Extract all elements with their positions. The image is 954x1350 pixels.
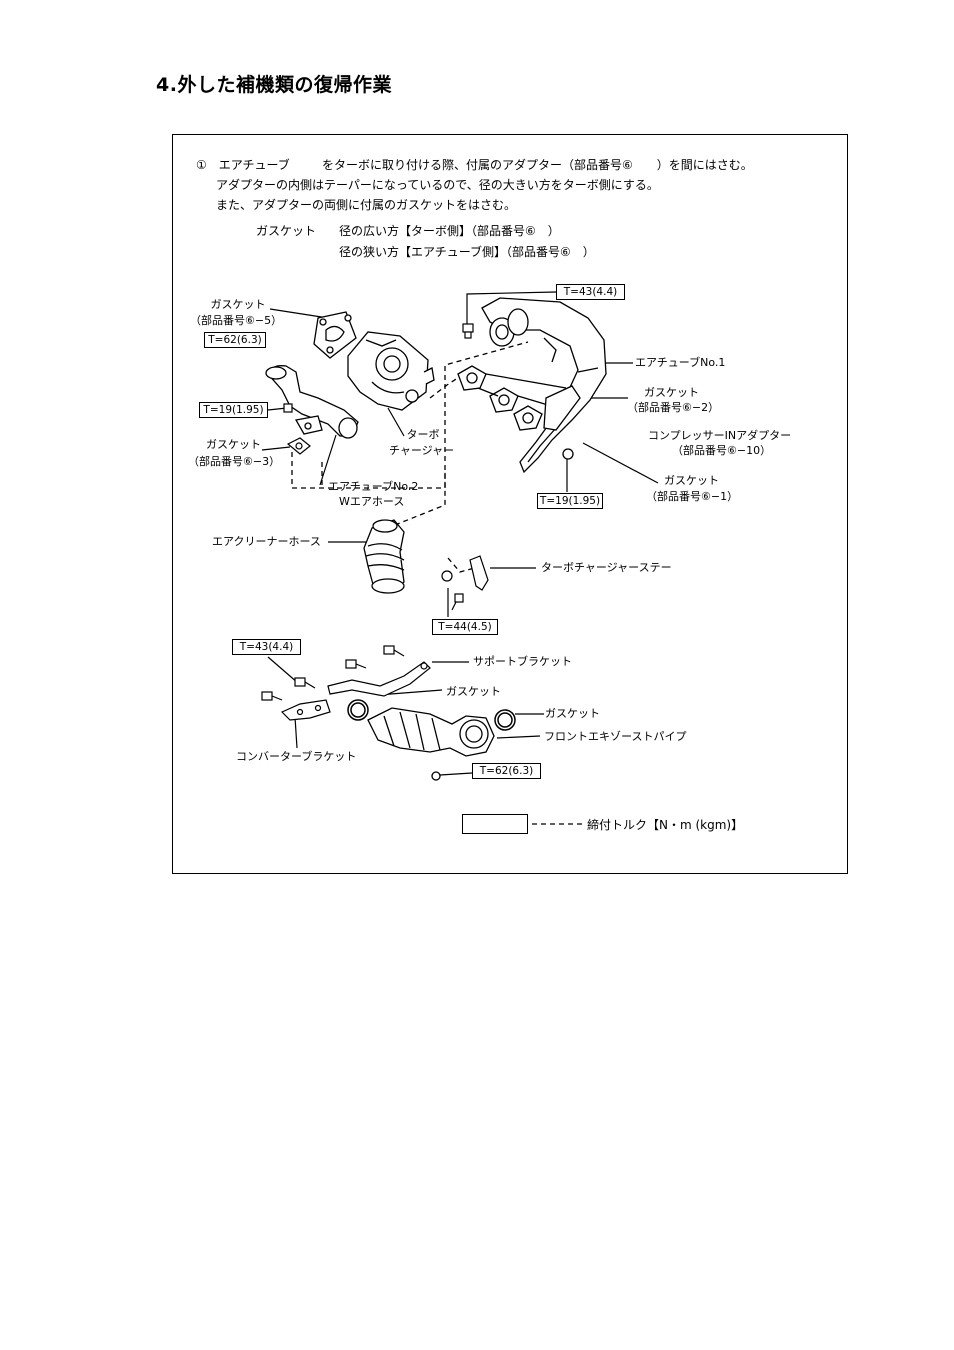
label-compressor-adapter-b: （部品番号⑥−10） [672, 444, 772, 457]
leader-t43-bottom [267, 656, 299, 684]
label-gasket-6-2-b: （部品番号⑥−2） [627, 401, 720, 414]
label-air-cleaner-hose: エアクリーナーホース [212, 535, 321, 548]
torque-box-t44: T=44(4.5) [432, 619, 498, 635]
label-gasket-6-3-b: （部品番号⑥−3） [188, 455, 281, 468]
torque-box-t19-right: T=19(1.95) [537, 493, 603, 509]
label-compressor-adapter-a: コンプレッサーINアダプター [648, 429, 792, 442]
label-gasket-mid: ガスケット [446, 685, 501, 698]
label-gasket-right: ガスケット [545, 707, 600, 720]
instruction-line-1b: をターボに取り付ける際、付属のアダプター（部品番号⑥ ）を間にはさむ。 [322, 158, 753, 172]
instruction-frame [172, 134, 848, 874]
label-turbo-stay: ターボチャージャーステー [541, 561, 672, 574]
leader-turbo [387, 407, 405, 437]
label-gasket-6-1-b: （部品番号⑥−1） [646, 490, 739, 503]
front-exhaust-shape [367, 707, 495, 781]
legend-text: 締付トルク【N・m (kgm)】 [587, 818, 744, 832]
bolt-left-shape [283, 403, 293, 413]
gasket-6-3-shape [286, 437, 311, 455]
label-turbo-b: チャージャー [389, 444, 455, 457]
label-gasket-6-5-a: ガスケット [210, 298, 266, 311]
gasket-right-shape [494, 709, 516, 731]
label-air-tube-2-a: エアチューブNo.2 [328, 480, 419, 493]
dashed-path-5 [447, 557, 483, 573]
label-gasket-6-5-b: （部品番号⑥−5） [190, 314, 283, 327]
bolt-top-shape [462, 323, 474, 339]
torque-box-t62-top: T=62(6.3) [204, 332, 266, 348]
torque-box-t62-bottom: T=62(6.3) [472, 763, 541, 779]
page-heading: 4.外した補機類の復帰作業 [156, 74, 392, 96]
converter-bracket-shape [280, 699, 331, 721]
torque-box-t43-top: T=43(4.4) [556, 284, 625, 300]
instruction-line-3: また、アダプターの両側に付属のガスケットをはさむ。 [216, 198, 517, 212]
label-air-tube-2-b: Wエアホース [339, 495, 405, 508]
leader-t62-bottom [439, 772, 473, 776]
turbocharger-shape [347, 331, 435, 411]
gasket-heading: ガスケット [256, 224, 317, 238]
leader-converter-bracket [294, 716, 298, 749]
support-bracket-shape [261, 645, 431, 701]
gasket-mid-shape [347, 699, 369, 721]
leader-gasket-6-3 [261, 446, 291, 451]
label-support-bracket: サポートブラケット [473, 655, 572, 668]
label-turbo-a: ターボ [406, 428, 440, 441]
turbo-stay-shape [441, 555, 489, 611]
leader-gasket-6-1 [582, 442, 659, 484]
torque-box-t19-left: T=19(1.95) [199, 402, 268, 418]
legend-box [462, 814, 528, 834]
gasket-narrow-side: 径の狭い方【エアチューブ側】（部品番号⑥ ） [339, 245, 595, 259]
gasket-6-5-shape [313, 311, 357, 359]
torque-box-t43-bottom: T=43(4.4) [232, 639, 301, 655]
leader-front-exhaust [496, 735, 541, 739]
instruction-line-1a: ① エアチューブ [196, 158, 290, 172]
compressor-adapter-shapes [457, 365, 581, 460]
label-gasket-6-3-a: ガスケット [206, 438, 261, 451]
label-gasket-6-1-a: ガスケット [664, 474, 719, 487]
air-tube-2-shape [265, 365, 359, 439]
label-front-exhaust: フロントエキゾーストパイプ [544, 730, 687, 743]
leader-gasket-6-5 [269, 308, 329, 319]
label-air-tube-1: エアチューブNo.1 [635, 356, 726, 369]
air-cleaner-hose-shape [363, 519, 405, 594]
label-converter-bracket: コンバーターブラケット [236, 750, 357, 763]
dashed-path-1 [291, 341, 529, 489]
leader-t43-top [466, 291, 557, 325]
gasket-wide-side: 径の広い方【ターボ側】（部品番号⑥ ） [339, 224, 560, 238]
leader-air-tube-2 [319, 434, 337, 486]
air-tube-1-shape [481, 297, 607, 474]
instruction-line-2: アダプターの内側はテーパーになっているので、径の大きい方をターボ側にする。 [216, 178, 659, 192]
label-gasket-6-2-a: ガスケット [644, 386, 699, 399]
